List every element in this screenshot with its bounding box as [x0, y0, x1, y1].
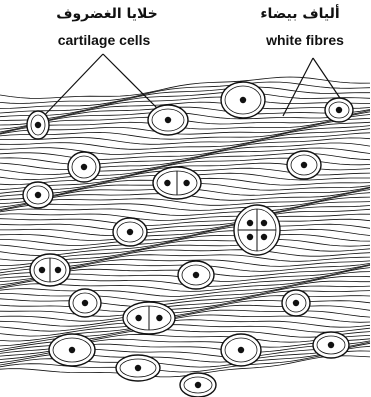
- cell-nucleus: [238, 347, 244, 353]
- cell-nucleus: [156, 315, 162, 321]
- cartilage-cell: [287, 151, 321, 179]
- cartilage-cell: [113, 218, 147, 246]
- cartilage-cell: [123, 302, 175, 334]
- cell-nucleus: [135, 365, 141, 371]
- cartilage-cell: [27, 111, 49, 139]
- cell-nucleus: [301, 162, 307, 168]
- cartilage-cell: [234, 205, 280, 255]
- cartilage-cell: [325, 98, 353, 122]
- cartilage-cell: [153, 167, 201, 199]
- cell-nucleus: [261, 234, 267, 240]
- cell-nucleus: [193, 272, 199, 278]
- cell-nucleus: [195, 382, 201, 388]
- fibre-line: [0, 229, 370, 250]
- cell-nucleus: [240, 97, 246, 103]
- fibre-line: [0, 209, 370, 230]
- cell-nucleus: [39, 267, 45, 273]
- cell-nucleus: [261, 220, 267, 226]
- cartilage-cell: [23, 182, 53, 208]
- cell-nucleus: [293, 300, 299, 306]
- cartilage-cell: [313, 332, 349, 358]
- cell-nucleus: [183, 180, 189, 186]
- fibre-line: [0, 310, 370, 331]
- cartilage-cell: [68, 152, 100, 182]
- cell-nucleus: [35, 122, 41, 128]
- cell-nucleus: [135, 315, 141, 321]
- cell-nucleus: [55, 267, 61, 273]
- cell-nucleus: [81, 164, 87, 170]
- cartilage-cell: [30, 254, 70, 286]
- fibre-line: [0, 133, 370, 155]
- cartilage-cell: [180, 373, 216, 397]
- cell-nucleus: [247, 220, 253, 226]
- cell-nucleus: [127, 229, 133, 235]
- cartilage-cell: [69, 289, 101, 317]
- cell-nucleus: [247, 234, 253, 240]
- cell-nucleus: [336, 107, 342, 113]
- cell-nucleus: [328, 342, 334, 348]
- cartilage-cell: [221, 82, 265, 118]
- cartilage-cell: [116, 355, 160, 381]
- cartilage-cell: [282, 290, 310, 316]
- fibre-line: [0, 224, 370, 245]
- cartilage-cell: [221, 334, 261, 366]
- cell-nucleus: [82, 300, 88, 306]
- pointer-lines: [38, 54, 348, 122]
- cartilage-cell: [178, 261, 214, 289]
- cell-nucleus: [165, 117, 171, 123]
- cell-nucleus: [69, 347, 75, 353]
- cell-nucleus: [35, 192, 41, 198]
- cell-nucleus: [164, 180, 170, 186]
- fibre-line: [0, 320, 370, 341]
- cartilage-cell: [148, 105, 188, 135]
- cartilage-cell: [49, 334, 95, 366]
